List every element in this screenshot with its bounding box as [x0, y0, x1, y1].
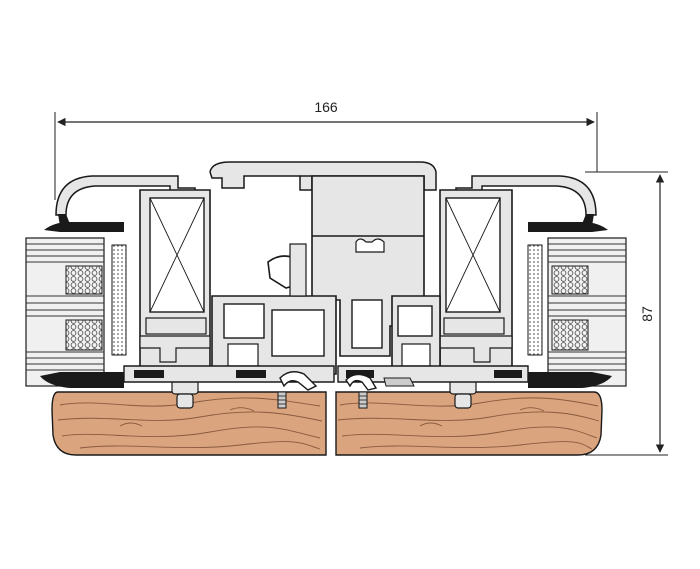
- center-gasket: [279, 371, 415, 391]
- glazing-unit-left: [25, 222, 127, 388]
- dimension-width: 166: [54, 99, 598, 200]
- fixing-block-right: [449, 379, 477, 409]
- dimension-height: 87: [585, 171, 668, 456]
- sash-left: [139, 189, 211, 371]
- dimension-width-label: 166: [314, 99, 338, 115]
- screw-right: [358, 391, 368, 409]
- sash-right: [439, 189, 513, 371]
- wood-frame-right: [335, 391, 603, 456]
- frame-chamber-right: [391, 295, 441, 375]
- glazing-unit-right: [527, 222, 627, 388]
- frame-chamber-left: [211, 243, 337, 375]
- screw-left: [277, 391, 287, 409]
- dimension-height-label: 87: [639, 306, 655, 322]
- fixing-block-left: [171, 379, 199, 409]
